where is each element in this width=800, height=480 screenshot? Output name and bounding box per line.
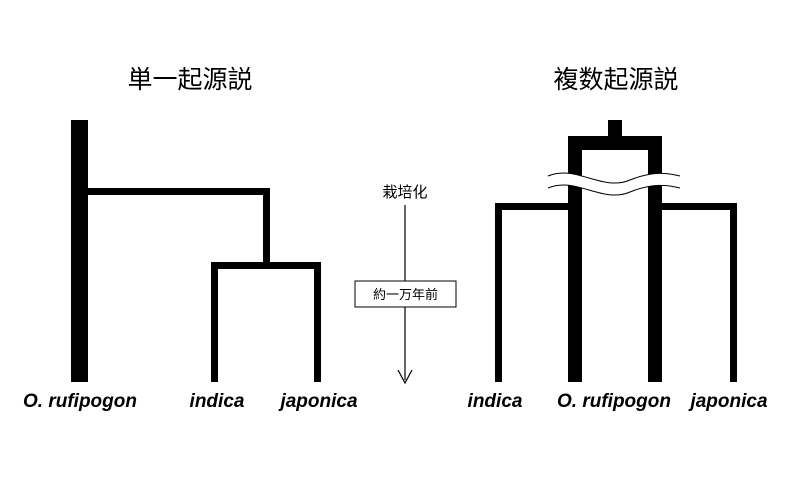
single-label-rufipogon: O. rufipogon bbox=[23, 391, 137, 412]
multiple-time-break-upper-line bbox=[547, 172, 681, 184]
timeline: 栽培化 約一万年前 bbox=[354, 183, 457, 385]
multiple-top-bar bbox=[568, 136, 662, 150]
multiple-japonica-branch bbox=[730, 203, 737, 382]
multiple-label-rufipogon: O. rufipogon bbox=[557, 391, 671, 412]
multiple-indica-branch bbox=[495, 203, 502, 382]
multiple-label-japonica: japonica bbox=[687, 391, 768, 412]
multiple-label-indica: indica bbox=[468, 391, 523, 412]
multiple-japonica-bar bbox=[655, 203, 737, 210]
timeline-time-box bbox=[354, 280, 457, 308]
single-main-branch bbox=[88, 188, 270, 195]
multiple-origin-tree: 複数起源説 indica O. rufipogon japonica bbox=[468, 65, 768, 412]
timeline-arrow-head bbox=[397, 369, 413, 385]
multiple-rufipogon-left-trunk bbox=[568, 136, 582, 382]
multiple-time-break bbox=[548, 172, 680, 196]
single-label-japonica: japonica bbox=[277, 391, 358, 412]
single-split-bar bbox=[211, 262, 321, 269]
single-cultivated-stem bbox=[263, 188, 270, 268]
multiple-rufipogon-right-trunk bbox=[648, 136, 662, 382]
single-indica-branch bbox=[211, 262, 218, 382]
multiple-time-break-lower-line bbox=[547, 184, 681, 196]
single-origin-tree: 単一起源説 O. rufipogon indica japonica bbox=[23, 65, 358, 412]
timeline-domestication-label: 栽培化 bbox=[382, 183, 427, 201]
single-rufipogon-trunk bbox=[71, 120, 88, 382]
timeline-time-label: 約一万年前 bbox=[373, 287, 438, 303]
single-label-indica: indica bbox=[190, 391, 245, 412]
multiple-ancestor-stub bbox=[608, 120, 622, 140]
multiple-indica-bar bbox=[495, 203, 575, 210]
single-origin-title: 単一起源説 bbox=[127, 65, 252, 94]
single-japonica-branch bbox=[314, 262, 321, 382]
multiple-origin-title: 複数起源説 bbox=[553, 65, 678, 94]
